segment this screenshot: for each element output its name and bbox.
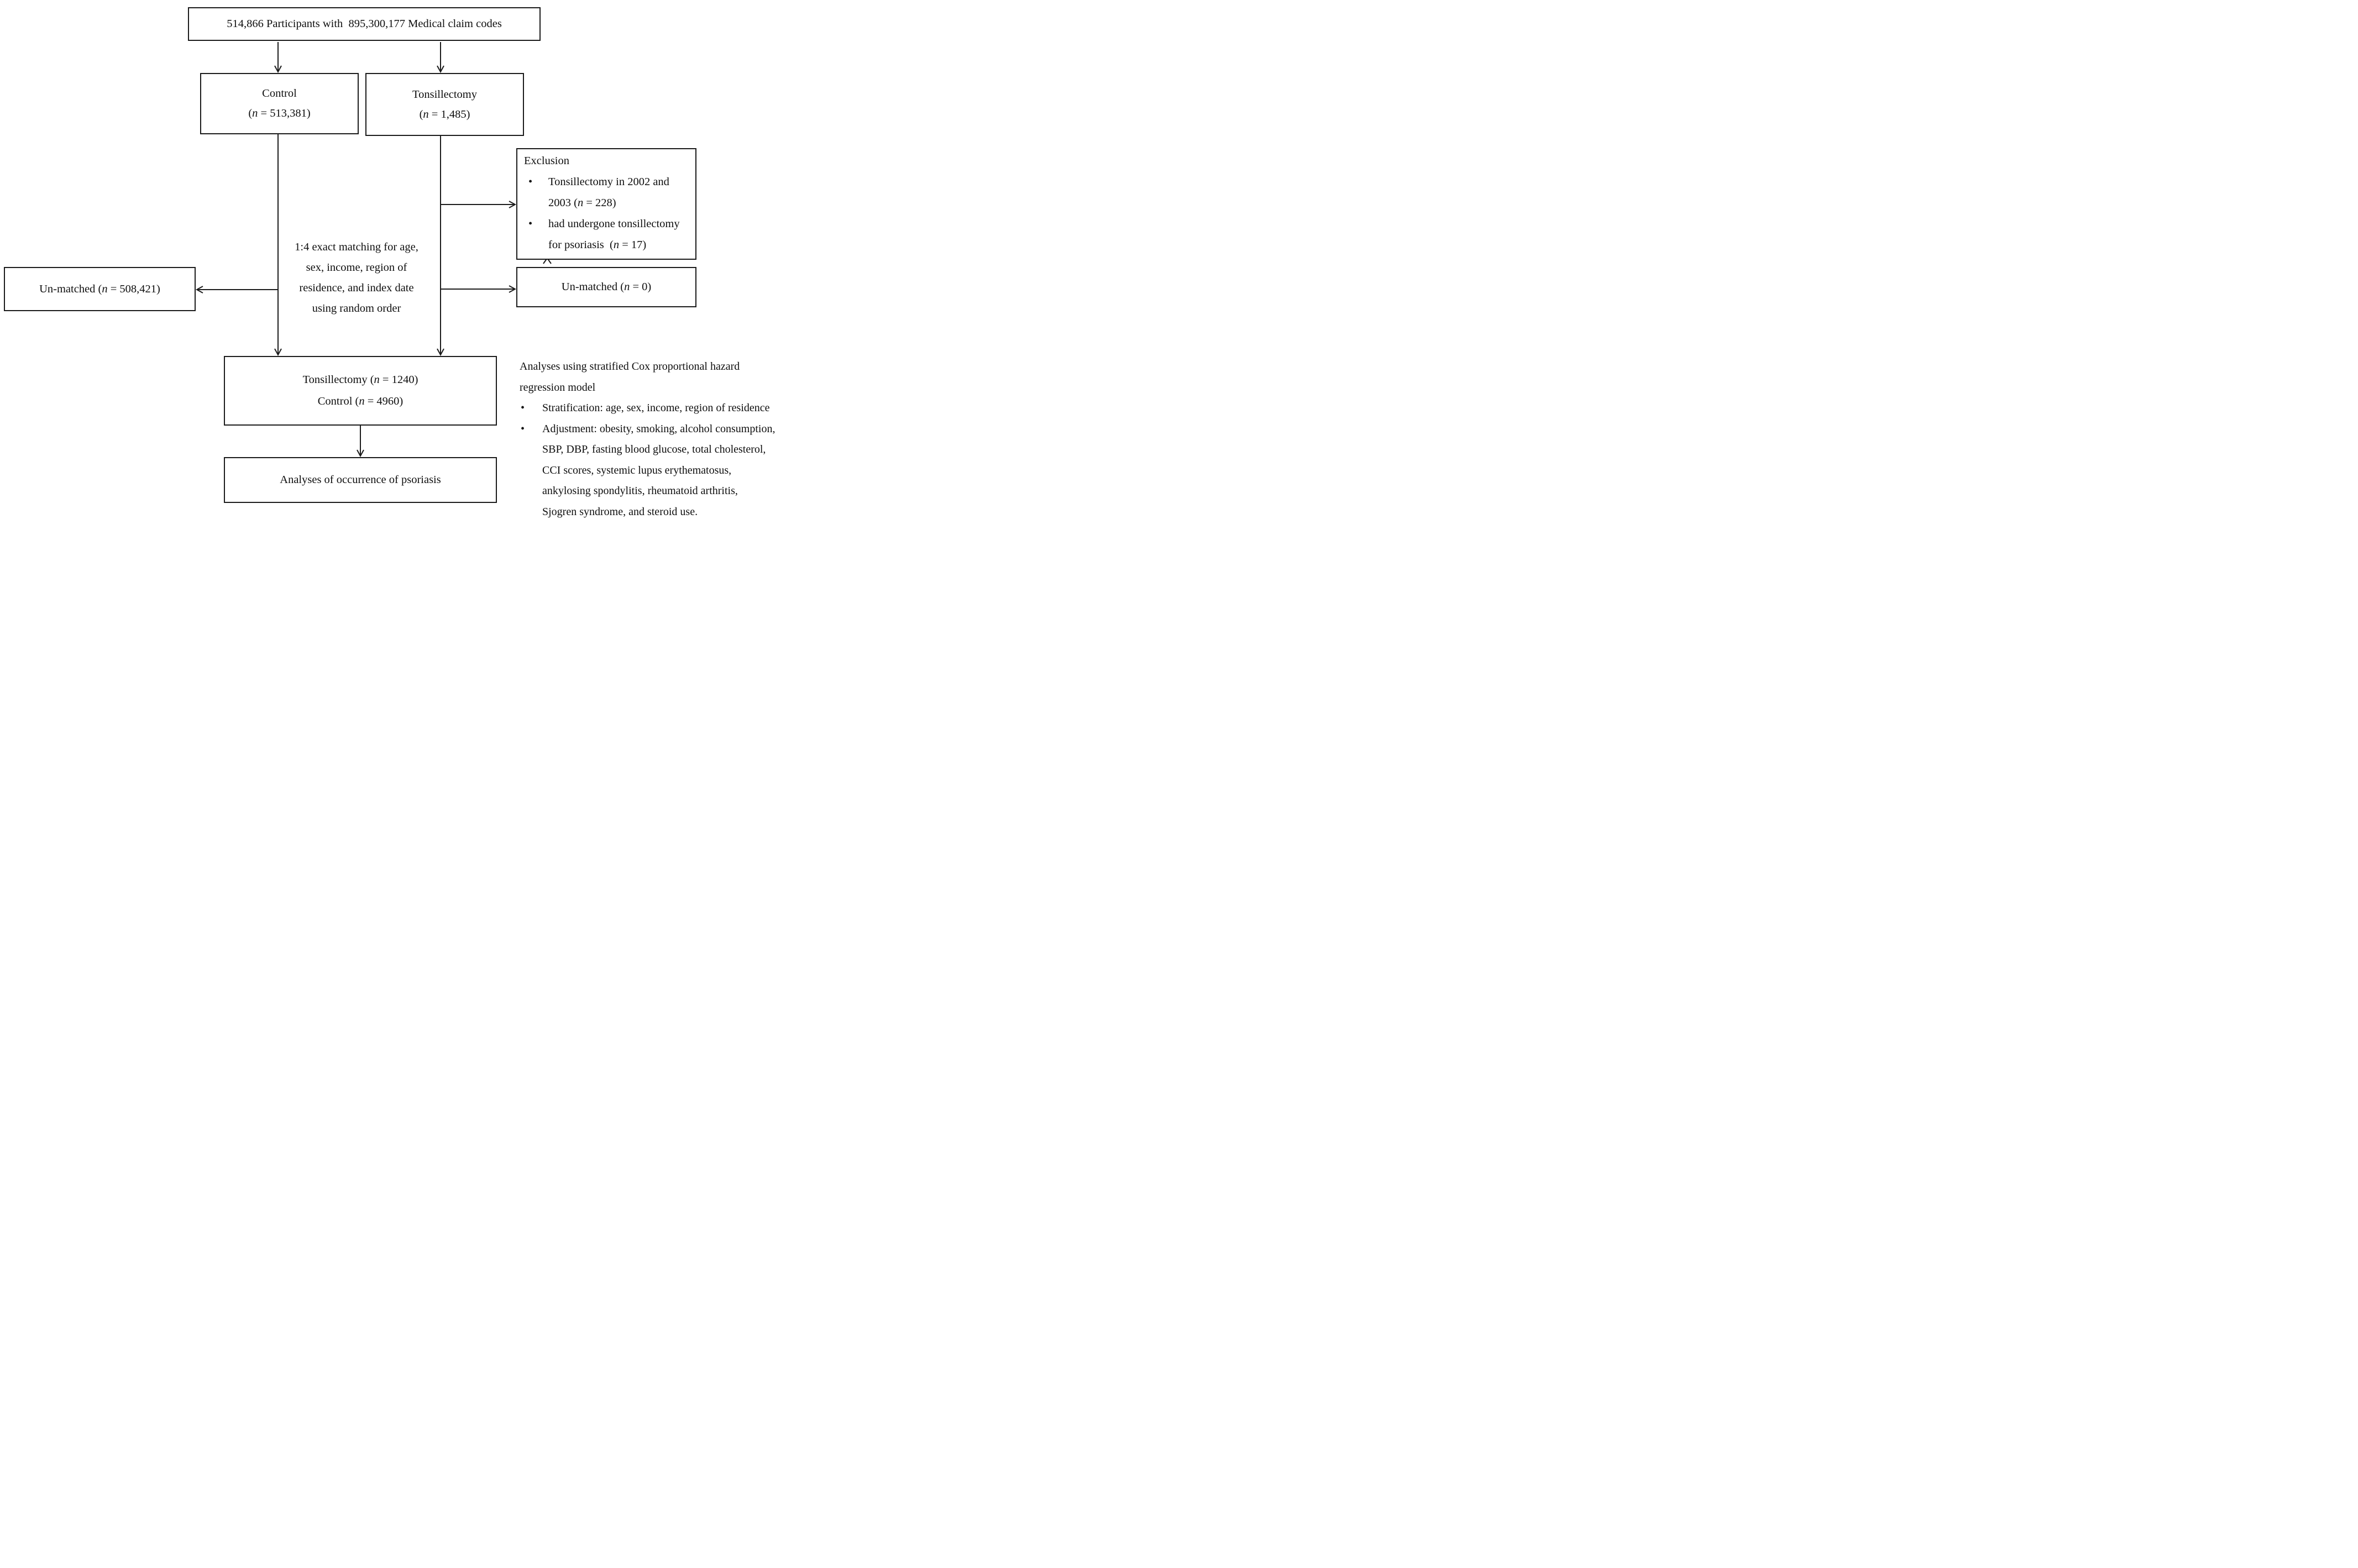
participant-flow-diagram: 514,866 Participants with 895,300,177 Me… <box>0 0 786 523</box>
matched-tonsillectomy-n: Tonsillectomy (n = 1240) <box>302 374 418 386</box>
tonsillectomy-n: (n = 1,485) <box>419 108 470 120</box>
cox-analysis-note: Analyses using stratified Cox proportion… <box>520 356 786 522</box>
flow-connectors <box>0 42 552 523</box>
box-control: Control (n = 513,381) <box>200 73 359 134</box>
unmatched-control-text: Un-matched (n = 508,421) <box>39 282 160 295</box>
matched-control-n: Control (n = 4960) <box>317 395 404 407</box>
box-tonsillectomy: Tonsillectomy (n = 1,485) <box>365 73 524 136</box>
side-note-bullet-2: Adjustment: obesity, smoking, alcohol co… <box>520 419 786 523</box>
control-label: Control <box>262 87 297 99</box>
participants-text: 514,866 Participants with 895,300,177 Me… <box>227 18 502 30</box>
tonsillectomy-label: Tonsillectomy <box>412 88 477 101</box>
box-exclusion: Exclusion Tonsillectomy in 2002 and 2003… <box>516 148 696 260</box>
exclusion-item-1: Tonsillectomy in 2002 and 2003 (n = 228) <box>524 171 692 213</box>
box-unmatched-tonsillectomy: Un-matched (n = 0) <box>516 267 696 307</box>
exclusion-item-2: had undergone tonsillectomy for psoriasi… <box>524 213 692 255</box>
unmatched-tonsillectomy-text: Un-matched (n = 0) <box>561 281 652 293</box>
box-analyses: Analyses of occurrence of psoriasis <box>224 457 497 503</box>
exclusion-title: Exclusion <box>524 155 569 167</box>
box-unmatched-control: Un-matched (n = 508,421) <box>4 267 196 311</box>
control-n: (n = 513,381) <box>248 107 311 119</box>
analyses-text: Analyses of occurrence of psoriasis <box>280 474 441 486</box>
side-note-bullet-1: Stratification: age, sex, income, region… <box>520 398 786 419</box>
matching-note: 1:4 exact matching for age, sex, income,… <box>295 241 418 314</box>
box-participants: 514,866 Participants with 895,300,177 Me… <box>188 7 541 41</box>
box-matched-cohort: Tonsillectomy (n = 1240) Control (n = 49… <box>224 356 497 426</box>
